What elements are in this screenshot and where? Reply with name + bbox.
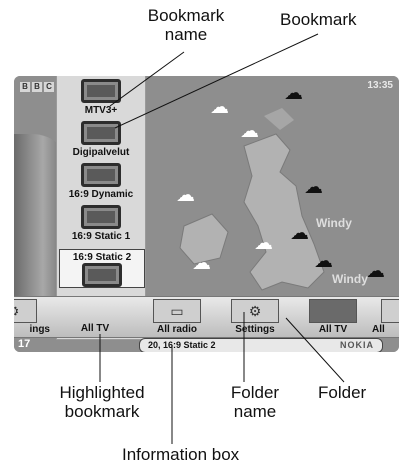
brand-logo: NOKIA: [340, 340, 374, 350]
bookmark-item[interactable]: MTV3+: [59, 79, 143, 116]
callout-folder-name: Folder name: [224, 383, 286, 421]
cloud-white-icon: ☁: [254, 233, 273, 254]
cloud-white-icon: ☁: [210, 97, 229, 118]
folder-item[interactable]: All TV: [58, 299, 132, 337]
tv-icon: [81, 205, 121, 229]
folder-icon: [381, 299, 399, 323]
cloud-dark-icon: ☁: [304, 177, 323, 198]
callout-folder-name-line2: name: [233, 402, 277, 421]
folder-item[interactable]: All TV: [296, 299, 370, 337]
map-britain: [243, 133, 325, 291]
folder-item[interactable]: ⚙ ings: [14, 299, 50, 337]
folder-name: All TV: [80, 323, 110, 334]
information-box: 20, 16:9 Static 2 NOKIA: [139, 338, 383, 352]
cloud-white-icon: ☁: [176, 185, 195, 206]
radio-icon: ▭: [153, 299, 201, 323]
tv-icon: [82, 263, 122, 287]
callout-bookmark-name-line1: Bookmark: [147, 6, 225, 25]
cloud-white-icon: ☁: [192, 253, 211, 274]
tv-screen: B B C 13:35 ☁ ☁ ☁ ☁ ☁ ☁ ☁ ☁ ☁ ☁ Windy Wi…: [14, 76, 399, 352]
cloud-dark-icon: ☁: [314, 251, 333, 272]
callout-highlighted-bookmark: Highlighted bookmark: [56, 383, 148, 421]
callout-bookmark-name: Bookmark name: [146, 6, 226, 44]
cloud-white-icon: ☁: [240, 121, 259, 142]
cloud-dark-icon: ☁: [366, 261, 385, 282]
folder-item[interactable]: All: [372, 299, 399, 337]
folder-bar: ⚙ ings All TV ▭ All radio ⚙ Settings All…: [14, 296, 399, 338]
callout-bookmark-name-line2: name: [164, 25, 208, 44]
folder-name: All TV: [318, 324, 348, 335]
bookmark-name: 16:9 Static 2: [72, 252, 132, 263]
callout-highlighted-bookmark-line1: Highlighted: [59, 383, 145, 402]
callout-folder: Folder: [318, 383, 367, 402]
folder-name: Settings: [235, 324, 275, 335]
bookmark-item[interactable]: 16:9 Static 1: [59, 205, 143, 242]
weather-label: Windy: [332, 272, 368, 286]
cloud-dark-icon: ☁: [290, 223, 309, 244]
settings-gears-icon: ⚙: [14, 299, 37, 323]
cloud-dark-icon: ☁: [284, 83, 303, 104]
tv-icon: [81, 79, 121, 103]
tv-icon: [309, 299, 357, 323]
callout-highlighted-bookmark-line2: bookmark: [64, 402, 140, 421]
weather-label: Windy: [316, 216, 352, 230]
settings-gears-icon: ⚙: [231, 299, 279, 323]
folder-item[interactable]: ⚙ Settings: [218, 299, 292, 337]
map-ireland: [179, 213, 229, 265]
folder-item[interactable]: ▭ All radio: [140, 299, 214, 337]
callout-bookmark: Bookmark: [280, 10, 357, 29]
bookmark-name: 16:9 Dynamic: [68, 189, 134, 200]
channel-logo: B B C: [20, 82, 54, 92]
channel-logo-letter: C: [44, 82, 54, 92]
folder-name: ings: [29, 324, 50, 335]
channel-logo-letter: B: [20, 82, 30, 92]
bookmark-item[interactable]: 16:9 Dynamic: [59, 163, 143, 200]
channel-number: 17: [18, 338, 31, 350]
tv-icon: [81, 163, 121, 187]
clock: 13:35: [367, 80, 393, 91]
channel-logo-letter: B: [32, 82, 42, 92]
bookmark-name: MTV3+: [84, 105, 118, 116]
bookmark-item[interactable]: Digipalvelut: [59, 121, 143, 158]
folder-name: All: [372, 324, 385, 335]
highlighted-bookmark-item[interactable]: 16:9 Static 2: [59, 249, 145, 288]
tv-icon: [81, 121, 121, 145]
bookmark-name: 16:9 Static 1: [71, 231, 131, 242]
folder-name: All radio: [156, 324, 197, 335]
callout-folder-name-line1: Folder: [230, 383, 280, 402]
bookmark-name: Digipalvelut: [72, 147, 130, 158]
information-box-text: 20, 16:9 Static 2: [148, 340, 216, 350]
callout-information-box: Information box: [122, 445, 240, 464]
